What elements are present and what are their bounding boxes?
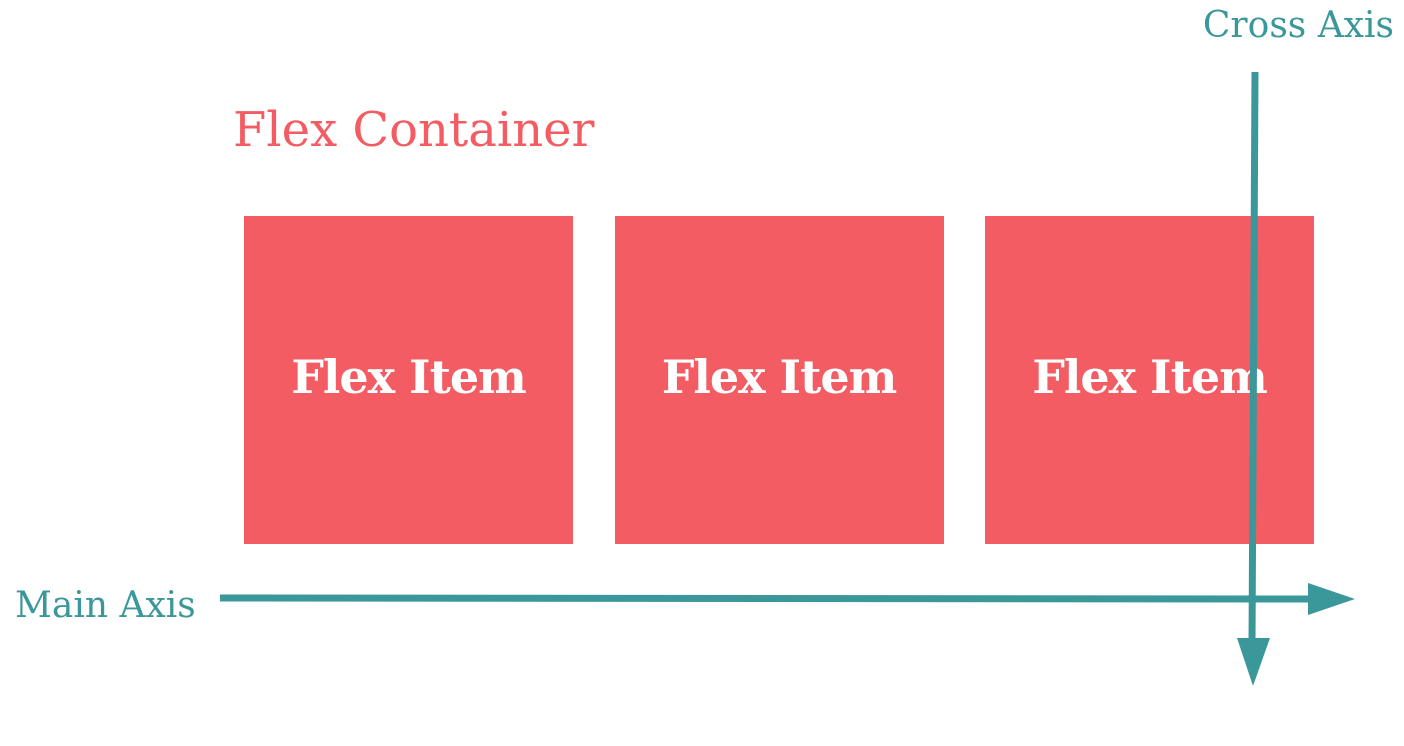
flex-item-label: Flex Item (661, 350, 898, 404)
flex-item-label: Flex Item (1032, 350, 1268, 404)
main-axis-line (219, 594, 1315, 603)
cross-axis-label: Cross Axis (1202, 5, 1394, 46)
flex-item-3: Flex Item (985, 216, 1314, 544)
flex-item-1: Flex Item (244, 216, 573, 544)
flex-container-label: Flex Container (233, 102, 595, 158)
main-axis-arrowhead (1308, 583, 1355, 615)
flex-item-2: Flex Item (614, 216, 944, 544)
cross-axis-arrowhead (1237, 638, 1270, 686)
flex-items-row: Flex Item Flex Item Flex Item (244, 216, 1314, 544)
flex-item-label: Flex Item (291, 350, 527, 404)
main-axis-label: Main Axis (15, 585, 196, 626)
